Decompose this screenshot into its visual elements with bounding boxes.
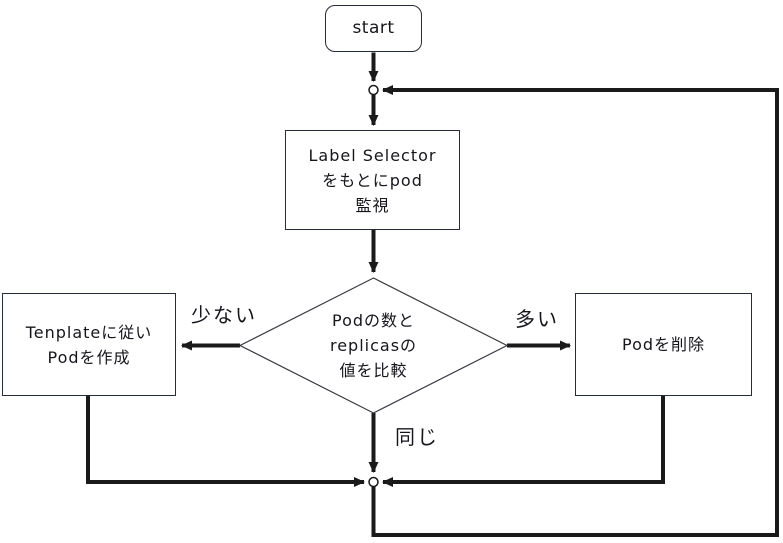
edge-loop-back <box>371 85 779 537</box>
decision-diamond <box>238 277 509 414</box>
node-start: start <box>325 5 422 52</box>
node-delete-pod: Podを削除 <box>575 293 752 396</box>
junction-dot-bottom <box>368 476 379 488</box>
edge-label-few: 少ない <box>191 303 257 327</box>
node-decision-line: replicasの <box>329 336 418 355</box>
node-monitor-line: 監視 <box>355 195 390 215</box>
node-create-line: Tenplateに従い <box>25 322 153 342</box>
edge-delete-to-junction <box>382 396 665 487</box>
edge-create-to-junction <box>86 396 365 487</box>
node-monitor-line: Label Selector <box>308 145 437 165</box>
edge-label-same: 同じ <box>395 425 439 449</box>
node-decision-compare: Podの数と replicasの 値を比較 <box>278 308 469 383</box>
node-create-line: Podを作成 <box>47 347 131 367</box>
node-create-pod: Tenplateに従い Podを作成 <box>2 293 176 396</box>
node-decision-line: Podの数と <box>331 311 416 330</box>
edge-label-many: 多い <box>515 307 559 331</box>
node-start-label: start <box>352 18 395 38</box>
junction-dot-top <box>368 84 379 96</box>
node-monitor-line: をもとにpod <box>322 170 423 190</box>
node-decision-line: 値を比較 <box>339 361 408 380</box>
node-delete-line: Podを削除 <box>621 335 706 354</box>
node-monitor-pods: Label Selector をもとにpod 監視 <box>285 130 460 230</box>
